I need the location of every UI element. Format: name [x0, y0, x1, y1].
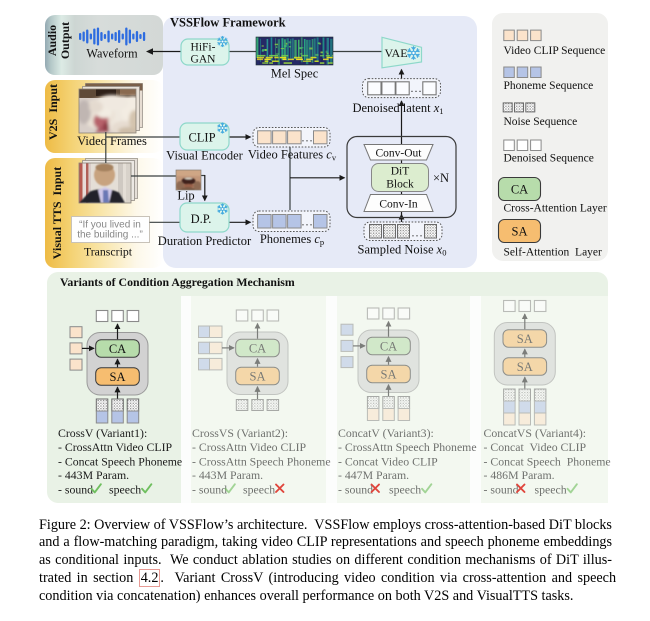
svg-text:SA: SA: [110, 370, 126, 384]
svg-text:the building ...”: the building ...”: [77, 230, 143, 241]
svg-text:Mel Spec: Mel Spec: [271, 67, 319, 81]
svg-text:SA: SA: [517, 332, 533, 346]
svg-text:Audio: Audio: [45, 25, 59, 56]
svg-text:…: …: [411, 226, 423, 240]
svg-text:CA: CA: [380, 339, 397, 353]
svg-text:speech: speech: [243, 482, 275, 496]
svg-text:V2S Input: V2S Input: [46, 84, 60, 140]
svg-text:CrossVS (Variant2):: CrossVS (Variant2):: [192, 426, 288, 440]
svg-text:Visual Encoder: Visual Encoder: [166, 149, 243, 163]
svg-text:speech: speech: [109, 482, 141, 496]
svg-text:- sound: - sound: [192, 482, 227, 496]
svg-text:ConcatVS (Variant4):: ConcatVS (Variant4):: [484, 426, 587, 440]
svg-text:CA: CA: [109, 342, 126, 356]
svg-text:…: …: [410, 81, 422, 95]
svg-text:CA: CA: [511, 183, 528, 197]
svg-text:D.P.: D.P.: [191, 212, 212, 226]
svg-text:Transcript: Transcript: [84, 245, 133, 259]
svg-text:Denoised latent x1: Denoised latent x1: [352, 101, 443, 116]
svg-text:Cross-Attention Layer: Cross-Attention Layer: [504, 203, 607, 215]
svg-text:- CrossAttn Video CLIP: - CrossAttn Video CLIP: [192, 440, 307, 454]
svg-text:- Concat Speech Phoneme: - Concat Speech Phoneme: [58, 454, 182, 468]
svg-text:- sound: - sound: [58, 482, 93, 496]
svg-text:- Concat Video CLIP: - Concat Video CLIP: [484, 440, 587, 454]
svg-text:Self-Attention Layer: Self-Attention Layer: [504, 247, 603, 259]
svg-text:CLIP: CLIP: [188, 131, 215, 145]
svg-text:CrossV (Variant1):: CrossV (Variant1):: [58, 426, 147, 440]
svg-text:Output: Output: [58, 22, 72, 59]
svg-text:Denoised Sequence: Denoised Sequence: [504, 153, 594, 165]
svg-text:Noise Sequence: Noise Sequence: [504, 116, 578, 128]
svg-text:Visual TTS Input: Visual TTS Input: [50, 167, 64, 259]
svg-text:Phonemes cp: Phonemes cp: [260, 232, 324, 247]
svg-text:- 447M Param.: - 447M Param.: [338, 468, 409, 482]
svg-text:speech: speech: [389, 482, 421, 496]
svg-text:Conv-Out: Conv-Out: [376, 148, 423, 160]
svg-text:- CrossAttn Video CLIP: - CrossAttn Video CLIP: [58, 440, 173, 454]
svg-text:Lip: Lip: [177, 189, 194, 203]
svg-text:…: …: [301, 215, 313, 229]
svg-text:CA: CA: [249, 341, 266, 355]
svg-text:speech: speech: [535, 482, 567, 496]
svg-text:Waveform: Waveform: [86, 47, 138, 61]
svg-text:VAE: VAE: [384, 46, 407, 60]
svg-text:- Concat Speech Phoneme: - Concat Speech Phoneme: [484, 454, 611, 468]
svg-text:SA: SA: [381, 367, 397, 381]
svg-text:VSSFlow Framework: VSSFlow Framework: [170, 16, 286, 30]
svg-text:Duration Predictor: Duration Predictor: [158, 234, 252, 248]
svg-text:GAN: GAN: [191, 54, 217, 66]
svg-text:- Concat Video CLIP: - Concat Video CLIP: [338, 454, 438, 468]
svg-text:- CrossAttn Speech Phoneme: - CrossAttn Speech Phoneme: [338, 440, 477, 454]
svg-text:Block: Block: [386, 179, 414, 191]
svg-text:DiT: DiT: [391, 166, 410, 178]
svg-text:- sound: - sound: [338, 482, 373, 496]
svg-text:Video Features cv: Video Features cv: [248, 148, 337, 163]
svg-text:- CrossAttn Speech Phoneme: - CrossAttn Speech Phoneme: [192, 454, 331, 468]
svg-text:- sound: - sound: [484, 482, 519, 496]
svg-text:SA: SA: [250, 369, 266, 383]
svg-text:SA: SA: [517, 360, 533, 374]
svg-text:Phoneme Sequence: Phoneme Sequence: [504, 80, 594, 92]
svg-text:- 443M Param.: - 443M Param.: [58, 468, 129, 482]
svg-text:ConcatV (Variant3):: ConcatV (Variant3):: [338, 426, 434, 440]
svg-text:- 486M Param.: - 486M Param.: [484, 468, 555, 482]
svg-text:Conv-In: Conv-In: [379, 199, 418, 211]
svg-text:HiFi-: HiFi-: [191, 42, 216, 54]
svg-text:- 443M Param.: - 443M Param.: [192, 468, 263, 482]
svg-text:Video Frames: Video Frames: [77, 134, 147, 148]
svg-text:Video CLIP Sequence: Video CLIP Sequence: [504, 45, 606, 57]
svg-text:Variants of Condition Aggregat: Variants of Condition Aggregation Mechan…: [60, 275, 295, 289]
svg-text:SA: SA: [512, 225, 528, 239]
svg-text:Sampled Noise x0: Sampled Noise x0: [358, 243, 447, 258]
svg-text:×N: ×N: [433, 171, 449, 185]
svg-text:“If you lived in: “If you lived in: [79, 220, 141, 231]
svg-text:…: …: [301, 130, 313, 144]
